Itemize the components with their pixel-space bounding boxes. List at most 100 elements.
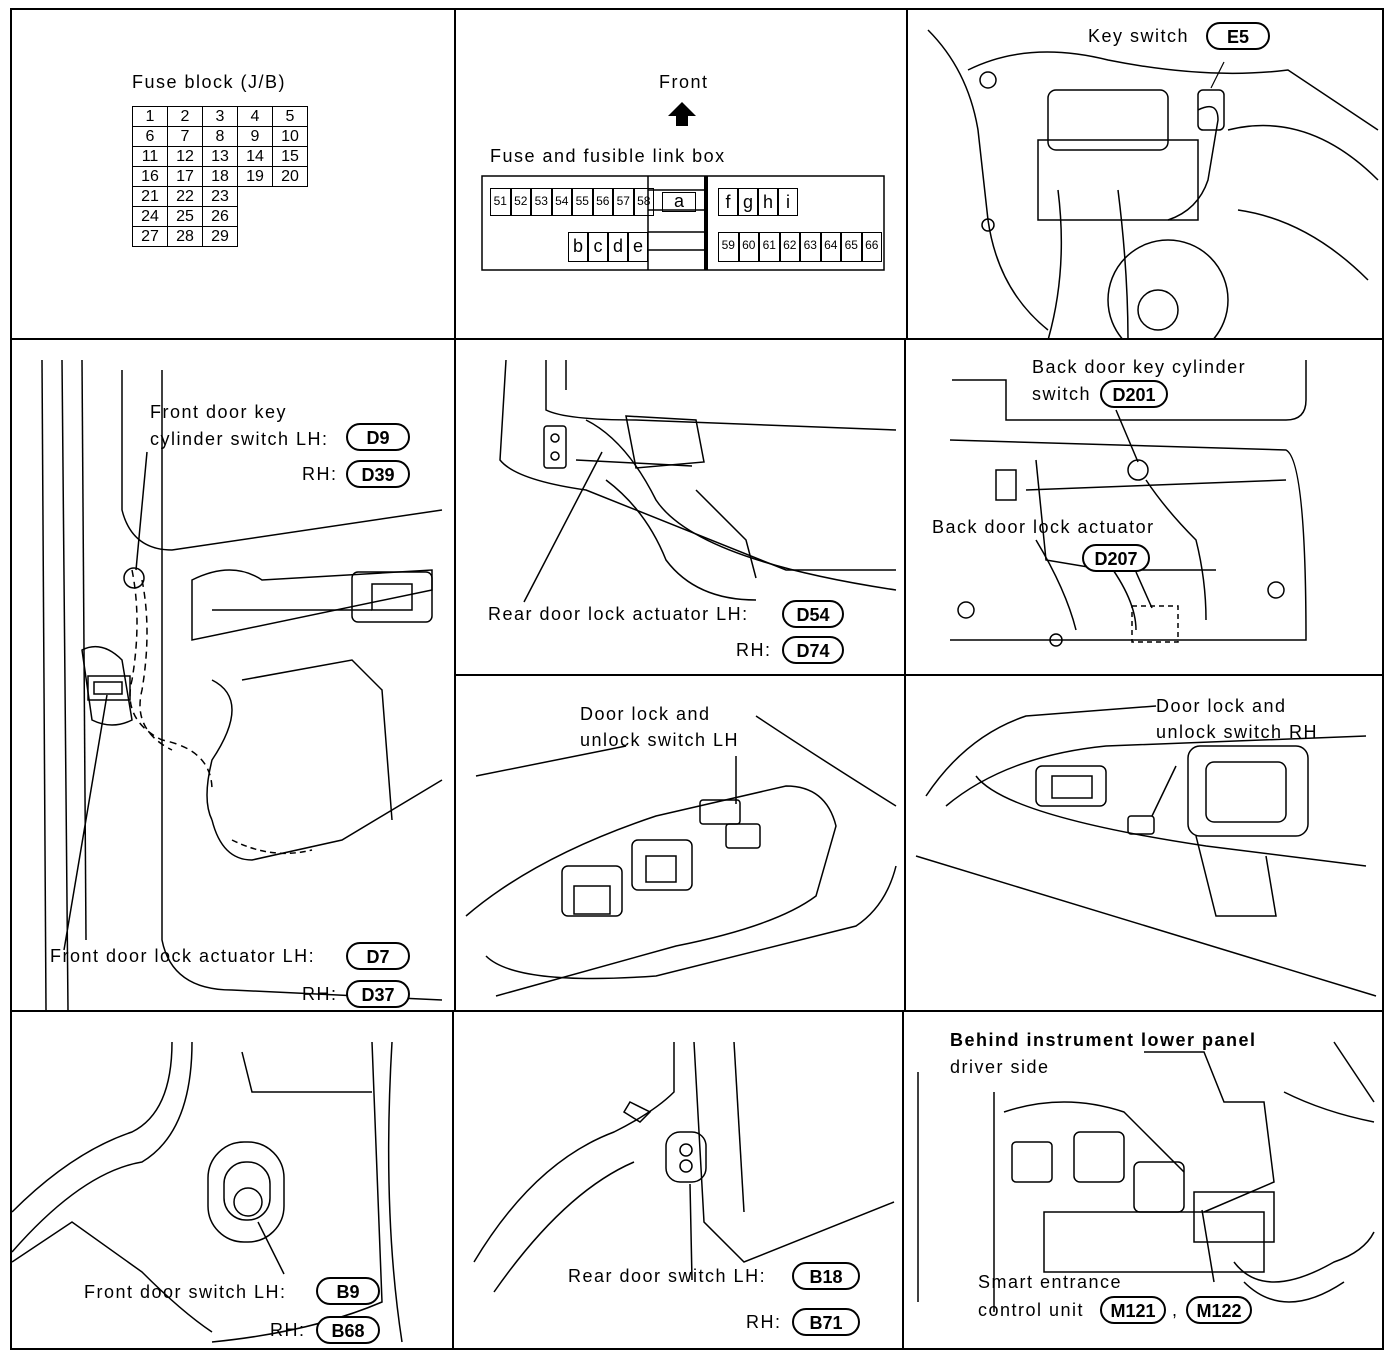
fusible-link-cell: e — [628, 232, 648, 262]
fuse-cell: 8 — [202, 126, 238, 147]
fuse-cell: 12 — [167, 146, 203, 167]
fuse-cell: 4 — [237, 106, 273, 127]
fuse-cell: 6 — [132, 126, 168, 147]
fuse-cell: 28 — [167, 226, 203, 247]
fuse-cell: 57 — [613, 188, 634, 216]
steering-column-drawing — [927, 29, 1379, 338]
connector-separator: , — [1172, 1300, 1179, 1320]
fuse-cell: 1 — [132, 106, 168, 127]
panel-rear-door-switch: Rear door switch LH: B18 RH: B71 — [452, 1010, 904, 1350]
front-door-switch-label: Front door switch LH: — [84, 1282, 287, 1302]
front-door-key-rh-label: RH: — [302, 464, 338, 484]
smart-entrance-location-2: driver side — [950, 1057, 1050, 1077]
fuse-cell: 60 — [738, 232, 759, 262]
fuse-cell: 23 — [202, 186, 238, 207]
lock-switch-rh-drawing — [915, 705, 1377, 997]
front-door-actuator-label: Front door lock actuator LH: — [50, 946, 316, 966]
rear-door-switch-rh-label: RH: — [746, 1312, 782, 1332]
fuse-cell: 10 — [272, 126, 308, 147]
rear-door-switch-drawing — [473, 1041, 895, 1293]
fuse-cell: 7 — [167, 126, 203, 147]
fusible-link-cell: f — [718, 188, 738, 216]
rear-door-actuator-rh-label: RH: — [736, 640, 772, 660]
panel-back-door: Back door key cylinder switch D201 Back … — [904, 338, 1384, 676]
rear-door-switch-label: Rear door switch LH: — [568, 1266, 767, 1286]
fusible-link-cell: g — [738, 188, 758, 216]
connector-m122: M122 — [1186, 1296, 1252, 1324]
connector-d207: D207 — [1082, 544, 1150, 572]
connector-d9: D9 — [346, 423, 410, 451]
back-door-actuator-label: Back door lock actuator — [932, 517, 1155, 537]
front-door-switch-rh-label: RH: — [270, 1320, 306, 1340]
fuse-cell: 53 — [531, 188, 552, 216]
fuse-cell: 27 — [132, 226, 168, 247]
fuse-cell: 14 — [237, 146, 273, 167]
fuse-cell: 55 — [572, 188, 593, 216]
panel-key-switch: Key switch E5 — [906, 8, 1384, 340]
fuse-box-label: Fuse and fusible link box — [490, 146, 726, 166]
fuse-cell: 56 — [592, 188, 613, 216]
fuse-cell: 62 — [779, 232, 800, 262]
front-arrow-icon — [481, 102, 885, 271]
key-switch-label: Key switch — [1088, 26, 1190, 46]
back-door-switch-label-2: switch — [1032, 384, 1092, 404]
connector-b71: B71 — [792, 1308, 860, 1336]
smart-entrance-unit-label-1: Smart entrance — [978, 1272, 1123, 1292]
rear-door-actuator-label: Rear door lock actuator LH: — [488, 604, 749, 624]
front-door-switch-drawing — [12, 1041, 403, 1343]
rear-door-drawing — [499, 359, 897, 603]
back-door-switch-label-1: Back door key cylinder — [1032, 357, 1247, 377]
fuse-cell: 15 — [272, 146, 308, 167]
fuse-cell: 19 — [237, 166, 273, 187]
smart-entrance-location-1: Behind instrument lower panel — [950, 1030, 1257, 1050]
fuse-cell: 54 — [551, 188, 572, 216]
connector-d54: D54 — [782, 600, 844, 628]
fuse-cell: 17 — [167, 166, 203, 187]
fuse-cell: 51 — [490, 188, 511, 216]
smart-entrance-unit-label-2: control unit — [978, 1300, 1085, 1320]
fuse-cell: 22 — [167, 186, 203, 207]
connector-d74: D74 — [782, 636, 844, 664]
fuse-cell: 65 — [841, 232, 862, 262]
fuse-cell: 21 — [132, 186, 168, 207]
panel-lock-switch-rh: Door lock and unlock switch RH — [904, 674, 1384, 1012]
lock-switch-rh-label-1: Door lock and — [1156, 696, 1287, 716]
panel-front-door-switch: Front door switch LH: B9 RH: B68 — [10, 1010, 454, 1350]
connector-d39: D39 — [346, 460, 410, 488]
fuse-cell: 59 — [718, 232, 739, 262]
fuse-cell: 16 — [132, 166, 168, 187]
front-door-drawing — [41, 359, 443, 1010]
lock-switch-lh-label-1: Door lock and — [580, 704, 711, 724]
fuse-cell: 9 — [237, 126, 273, 147]
fuse-cell: 25 — [167, 206, 203, 227]
fuse-cell: 64 — [820, 232, 841, 262]
lock-switch-rh-label-2: unlock switch RH — [1156, 722, 1319, 742]
fuse-cell: 58 — [633, 188, 654, 216]
fuse-cell: 29 — [202, 226, 238, 247]
fusible-link-cell: d — [608, 232, 628, 262]
connector-d37: D37 — [346, 980, 410, 1008]
fuse-cell: 24 — [132, 206, 168, 227]
fuse-cell: 13 — [202, 146, 238, 167]
fuse-cell: 20 — [272, 166, 308, 187]
fuse-cell: 63 — [800, 232, 821, 262]
panel-lock-switch-lh: Door lock and unlock switch LH — [454, 674, 906, 1012]
smart-entrance-drawing — [917, 1041, 1375, 1312]
connector-e5: E5 — [1206, 22, 1270, 50]
fusible-link-cell: c — [588, 232, 608, 262]
fuse-cell: 5 — [272, 106, 308, 127]
lock-switch-lh-drawing — [465, 715, 897, 997]
fuse-block-title: Fuse block (J/B) — [132, 72, 287, 92]
fuse-cell: 18 — [202, 166, 238, 187]
fusible-link-a: a — [662, 192, 696, 212]
front-label: Front — [659, 72, 709, 92]
fuse-cell: 3 — [202, 106, 238, 127]
front-door-key-label-2: cylinder switch LH: — [150, 429, 329, 449]
